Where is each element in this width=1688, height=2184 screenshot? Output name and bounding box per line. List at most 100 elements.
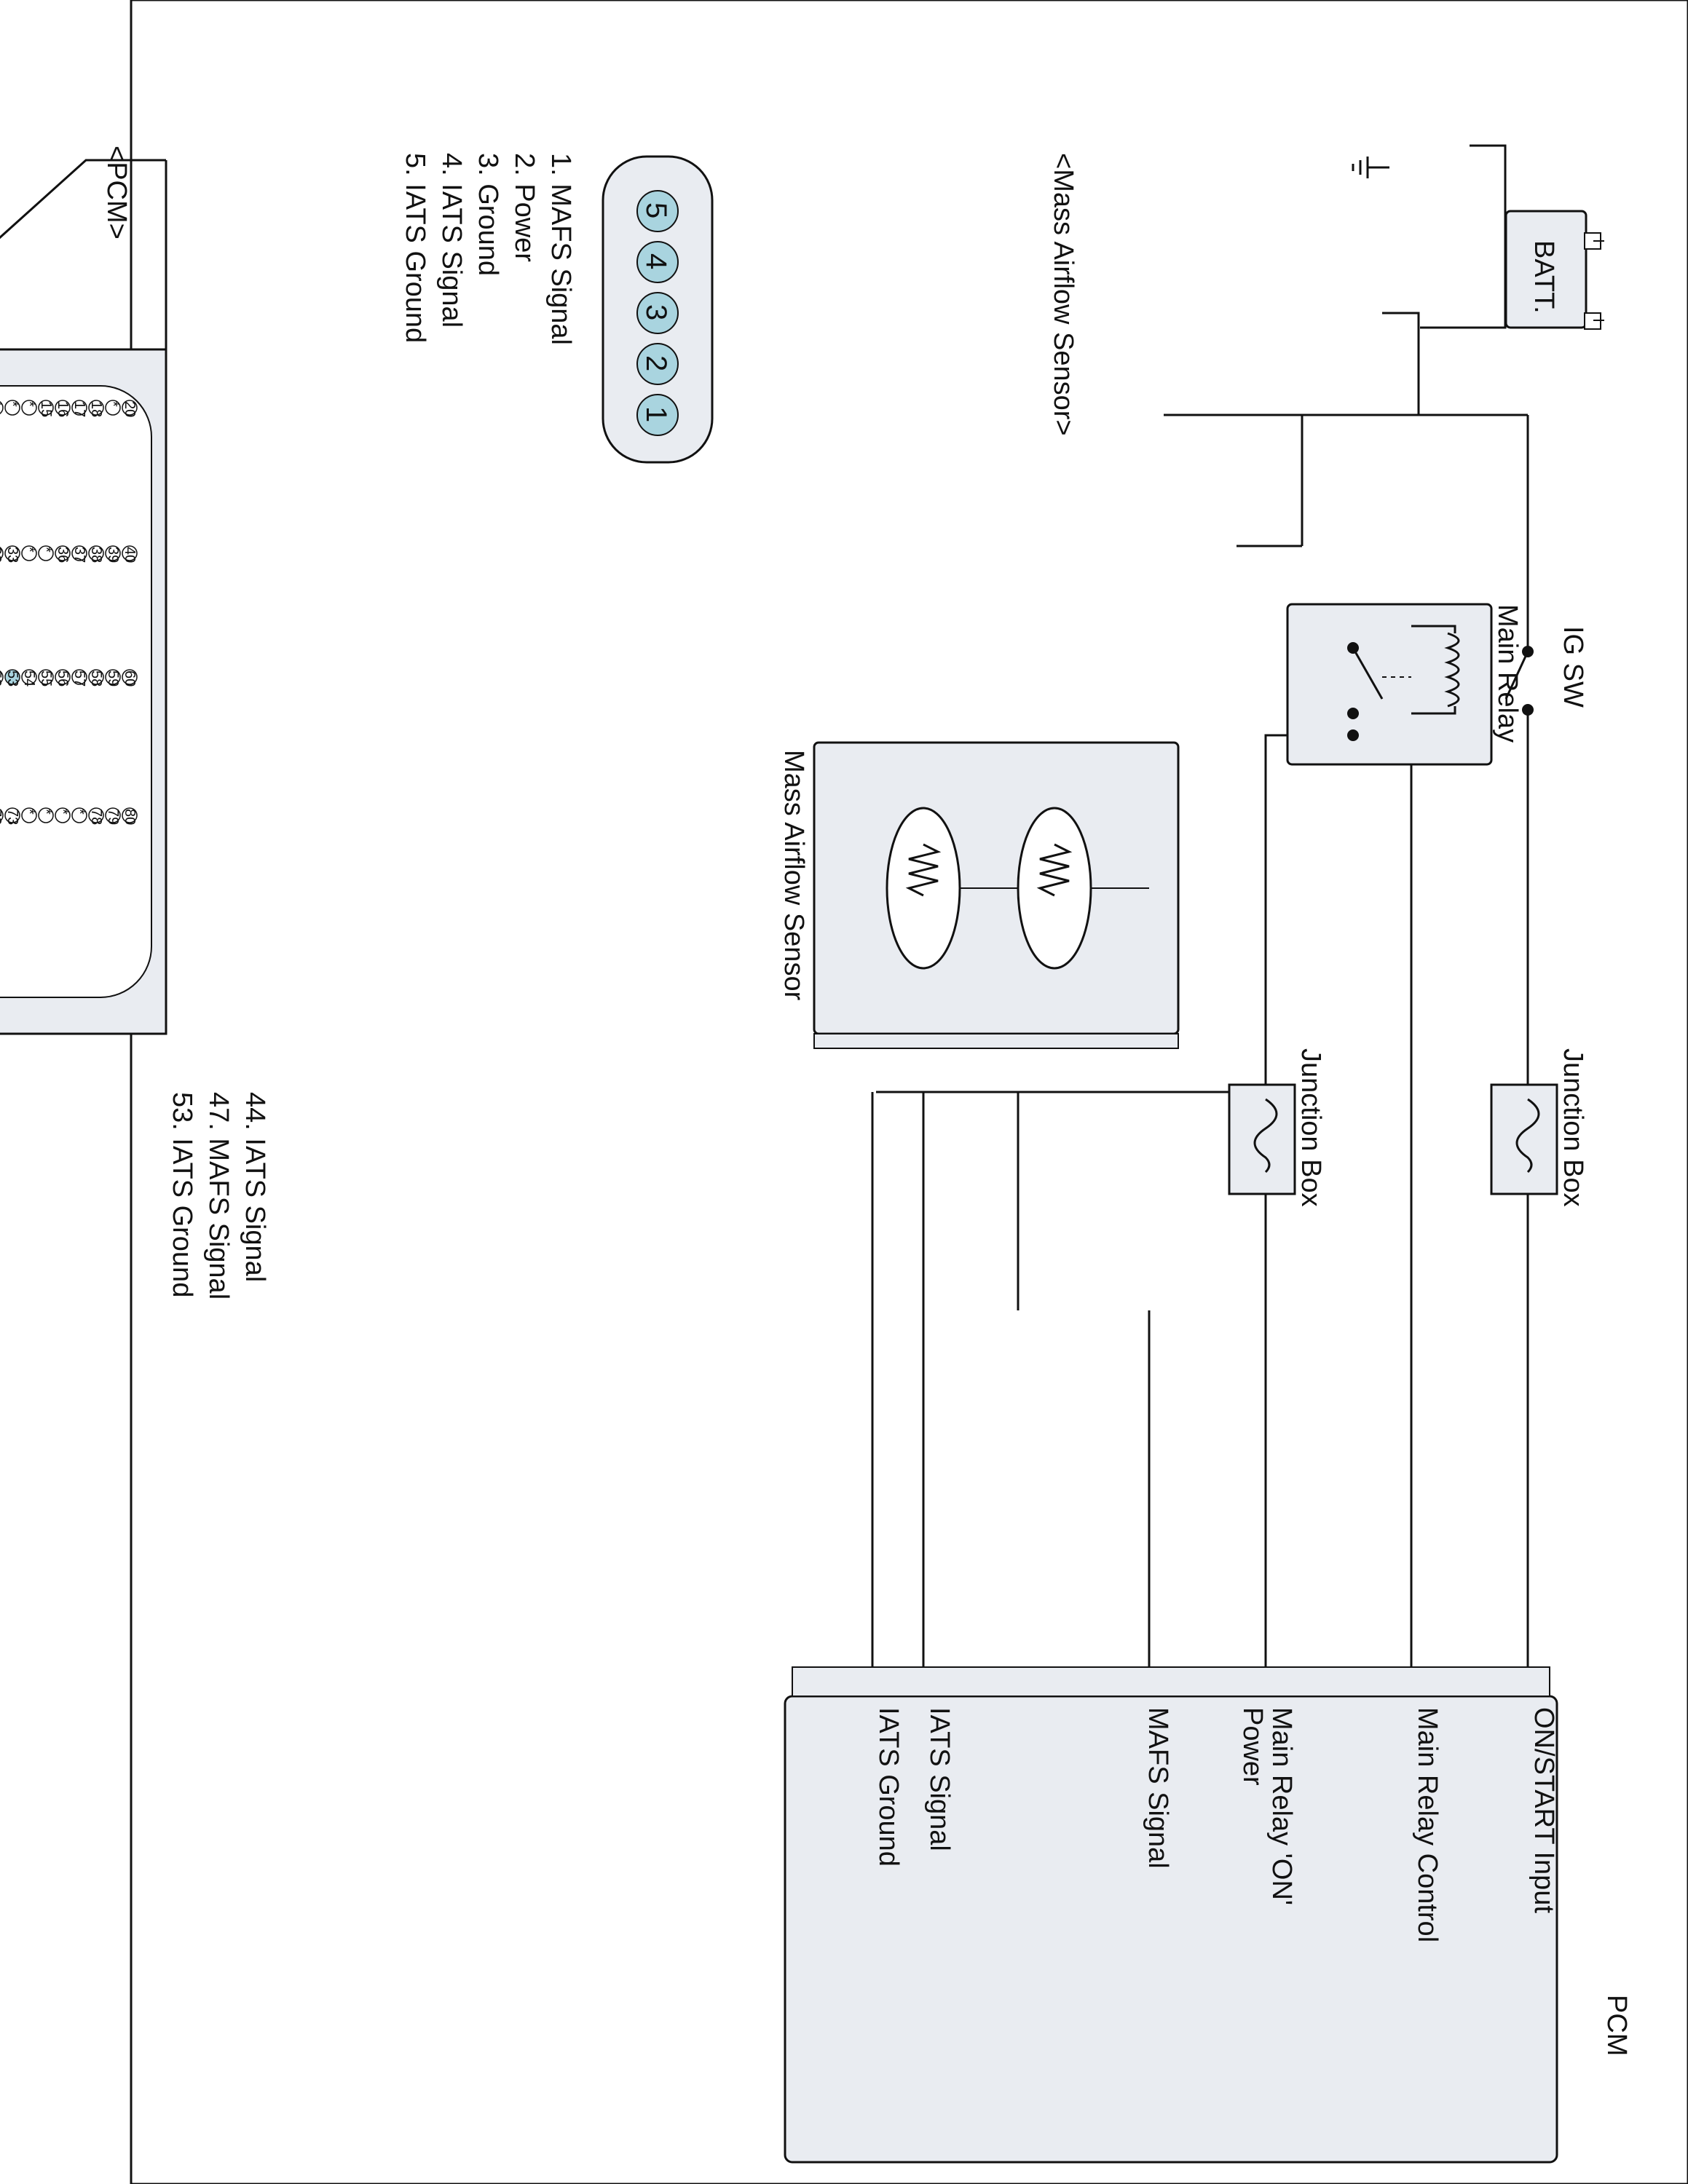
pcm-pin-label: 36 xyxy=(55,547,71,563)
pcm-pin xyxy=(71,400,87,416)
maf-connector-title: <Mass Airflow Sensor> xyxy=(1048,153,1078,436)
pcm-pin-label: 16 xyxy=(55,401,71,417)
pcm-terminal-main-relay-control: Main Relay Control xyxy=(1412,1707,1443,1942)
pcm-pin-label: * xyxy=(21,547,37,553)
pcm-pin xyxy=(21,669,37,685)
junction-box-1-label: Junction Box xyxy=(1558,1048,1588,1207)
junction-box-1: Junction Box xyxy=(1490,1048,1588,1207)
pcm-pin-label: 37 xyxy=(71,547,87,563)
pcm-pin xyxy=(4,400,20,416)
svg-text:4. IATS Signal: 4. IATS Signal xyxy=(436,153,467,328)
ground-icon xyxy=(1352,157,1389,178)
pcm-pin-label: * xyxy=(71,809,87,815)
pcm-pin xyxy=(38,400,54,416)
pcm-pin-grid: 20*18171615***109876543214039383736**333… xyxy=(0,400,138,825)
maf-connector-view: <Mass Airflow Sensor> 5 4 3 2 1 1. MAFS … xyxy=(400,153,1078,464)
pcm-pin xyxy=(0,807,4,823)
pcm-pin xyxy=(122,807,138,823)
pcm-pin-label: 18 xyxy=(88,401,104,417)
svg-text:53. IATS Ground: 53. IATS Ground xyxy=(167,1092,197,1297)
pcm-terminal-on-start: ON/START Input xyxy=(1529,1707,1559,1913)
pcm-pin-label: 55 xyxy=(38,670,54,687)
pcm-pin xyxy=(55,807,71,823)
wires xyxy=(871,144,1529,1667)
pcm-pin-label: 52 xyxy=(0,670,4,687)
ig-switch-label: IG SW xyxy=(1558,626,1588,708)
pcm-pin-label: * xyxy=(0,401,4,407)
maf-sensor-label: Mass Airflow Sensor xyxy=(778,750,809,1001)
pcm-pin-label: * xyxy=(21,809,37,815)
pcm-pin-label: * xyxy=(105,401,121,407)
pcm-pin xyxy=(88,807,104,823)
pcm-pin-label: 58 xyxy=(88,670,104,687)
pcm-pin-label: * xyxy=(21,401,37,407)
pcm-pin xyxy=(55,669,71,685)
main-relay-label: Main Relay xyxy=(1492,604,1523,743)
pcm-pin-label: 72 xyxy=(0,809,4,825)
pcm-pin xyxy=(122,400,138,416)
pcm-pin xyxy=(55,400,71,416)
pcm-pin xyxy=(122,545,138,561)
junction-box-2: Junction Box xyxy=(1228,1048,1326,1207)
pcm-pin xyxy=(0,545,4,561)
pcm-pin xyxy=(71,545,87,561)
resistor-icon xyxy=(905,843,942,897)
maf-connector-pins: 5 4 3 2 1 xyxy=(636,190,679,436)
fuse-icon xyxy=(1253,1098,1278,1174)
pcm-connector-view: <PCM> 20*18171615***10987654321403938373… xyxy=(0,146,270,1299)
fuse-icon xyxy=(1515,1098,1540,1174)
pcm-pin xyxy=(122,669,138,685)
pcm-pin-label: 17 xyxy=(71,401,87,417)
svg-text:47. MAFS Signal: 47. MAFS Signal xyxy=(203,1092,234,1299)
pcm-pin-label: * xyxy=(38,809,54,815)
svg-text:44. IATS Signal: 44. IATS Signal xyxy=(240,1092,270,1282)
pcm-terminal-power: Power xyxy=(1237,1707,1268,1786)
pcm-pin-label: * xyxy=(38,547,54,553)
pcm-pin xyxy=(105,669,121,685)
maf-pin-3: 3 xyxy=(640,304,672,320)
ig-switch: IG SW xyxy=(1504,626,1588,716)
relay-coil-icon xyxy=(1444,632,1460,708)
pcm-pin-label: 38 xyxy=(88,547,104,563)
pcm-pin xyxy=(88,400,104,416)
battery-label: BATT. xyxy=(1529,240,1559,314)
pcm-pin xyxy=(55,545,71,561)
pcm-pin-label: 20 xyxy=(122,401,138,417)
pcm-pin-label: 80 xyxy=(122,809,138,825)
pcm-pin xyxy=(88,545,104,561)
pcm-connector-legend: 44. IATS Signal 47. MAFS Signal 53. IATS… xyxy=(167,1092,270,1299)
pcm-terminal-iats-signal: IATS Signal xyxy=(924,1707,955,1851)
pcm-pin-label: 79 xyxy=(105,809,121,825)
page-frame xyxy=(130,0,1688,2184)
pcm-pin-label: 60 xyxy=(122,670,138,687)
maf-connector-legend: 1. MAFS Signal 2. Power 3. Ground 4. IAT… xyxy=(400,153,576,345)
resistor-icon xyxy=(1036,843,1073,897)
pcm-pin-label: 53 xyxy=(4,670,20,687)
pcm-pin xyxy=(71,807,87,823)
pcm-pin-label: * xyxy=(4,401,20,407)
pcm-pin xyxy=(0,400,4,416)
pcm-pin xyxy=(4,669,20,685)
maf-pin-4: 4 xyxy=(640,253,672,269)
pcm-pin xyxy=(4,807,20,823)
pcm-pin-label: 32 xyxy=(0,547,4,563)
svg-text:2. Power: 2. Power xyxy=(509,153,540,262)
pcm-pin-label: 15 xyxy=(38,401,54,417)
pcm-pin-label: 73 xyxy=(4,809,20,825)
pcm-label: PCM xyxy=(1601,1995,1632,2056)
diagram-rotated: BATT. IG SW Main Relay xyxy=(0,144,1632,2164)
pcm-pin xyxy=(38,807,54,823)
pcm-pin-label: 39 xyxy=(105,547,121,563)
pcm-pin-label: 59 xyxy=(105,670,121,687)
pcm-pin-label: 78 xyxy=(88,809,104,825)
pcm-pin xyxy=(21,545,37,561)
pcm-terminal-mafs-signal: MAFS Signal xyxy=(1143,1707,1173,1869)
pcm-pin xyxy=(0,669,4,685)
mass-airflow-sensor: Mass Airflow Sensor xyxy=(778,741,1180,1049)
svg-text:3. Ground: 3. Ground xyxy=(473,153,503,276)
junction-box-2-label: Junction Box xyxy=(1295,1048,1326,1207)
pcm-terminal-main-relay-on: Main Relay 'ON' xyxy=(1266,1707,1297,1905)
pcm-pin xyxy=(4,545,20,561)
pcm-pin xyxy=(21,807,37,823)
main-relay: Main Relay xyxy=(1286,603,1523,766)
